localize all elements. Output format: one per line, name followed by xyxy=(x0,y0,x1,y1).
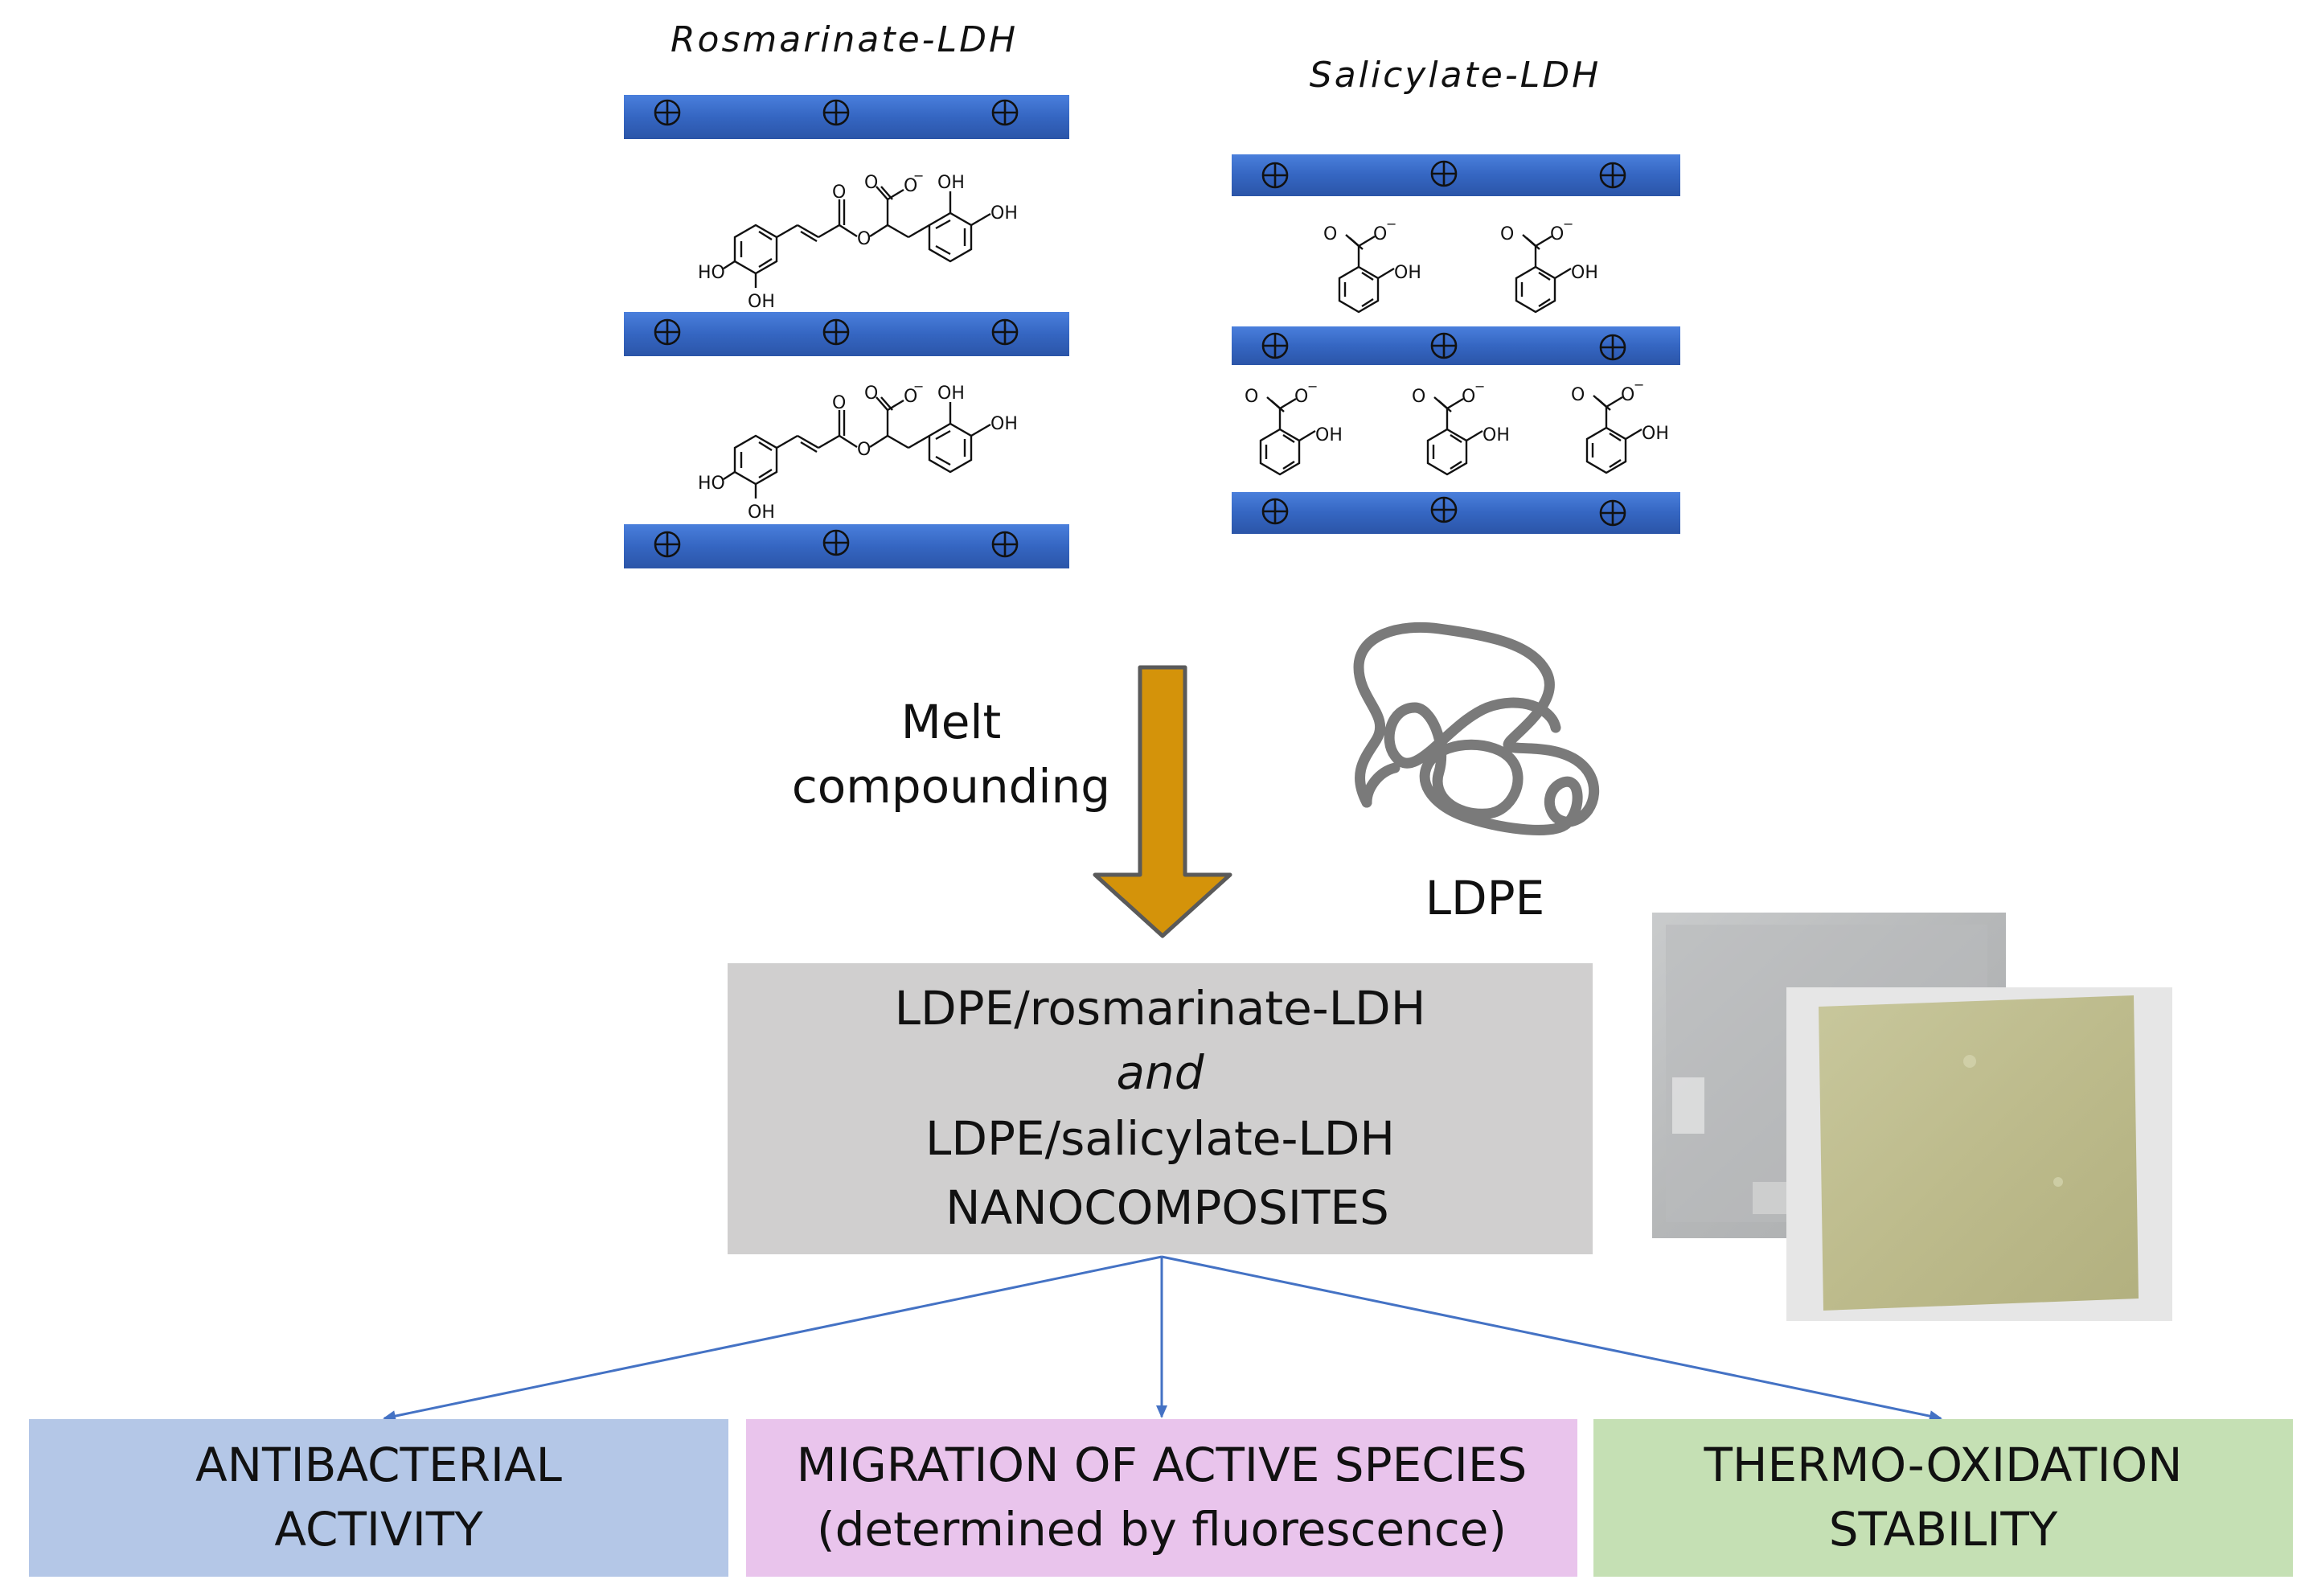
svg-text:−: − xyxy=(913,379,924,394)
svg-text:O: O xyxy=(864,173,878,193)
svg-text:O: O xyxy=(864,384,878,404)
migration-line1: MIGRATION OF ACTIVE SPECIES xyxy=(797,1438,1528,1492)
svg-text:OH: OH xyxy=(937,384,965,404)
rosmarinate-molecule-1: HO OH O O O O − OH OH xyxy=(698,168,1018,312)
salicylate-molecule-1: O O − OH xyxy=(1323,216,1421,314)
svg-text:O: O xyxy=(904,387,917,407)
svg-text:O: O xyxy=(1550,224,1564,244)
svg-text:O: O xyxy=(1373,224,1387,244)
antibacterial-box: ANTIBACTERIAL ACTIVITY xyxy=(29,1419,728,1577)
down-arrow-icon xyxy=(1093,665,1232,938)
rosmarinate-molecule-2: HO OH O O O O − OH OH xyxy=(698,379,1018,523)
migration-line2: (determined by fluorescence) xyxy=(817,1502,1507,1557)
svg-text:−: − xyxy=(1474,379,1485,394)
nanocomposites-line2: and xyxy=(1116,1045,1204,1100)
svg-text:−: − xyxy=(913,168,924,183)
salicylate-molecule-5: O O − OH xyxy=(1571,377,1669,474)
nanocomposites-line4: NANOCOMPOSITES xyxy=(945,1180,1389,1235)
ldpe-label: LDPE xyxy=(1425,871,1545,925)
svg-text:OH: OH xyxy=(748,292,775,312)
svg-text:−: − xyxy=(1386,216,1396,232)
nanocomposites-line1: LDPE/rosmarinate-LDH xyxy=(895,981,1426,1036)
svg-text:OH: OH xyxy=(990,414,1018,434)
positive-charge-icons-rosmarinate xyxy=(654,99,1019,558)
thermo-line2: STABILITY xyxy=(1829,1502,2058,1557)
svg-text:O: O xyxy=(1245,387,1258,407)
svg-text:O: O xyxy=(1462,387,1475,407)
svg-text:O: O xyxy=(904,176,917,196)
svg-text:−: − xyxy=(1307,379,1318,394)
svg-text:HO: HO xyxy=(698,474,725,494)
svg-text:O: O xyxy=(832,393,846,413)
connector-arrows xyxy=(383,1255,1942,1422)
rosmarinate-title: Rosmarinate-LDH xyxy=(671,19,1018,60)
antibacterial-line1: ANTIBACTERIAL xyxy=(195,1438,562,1492)
nanocomposites-line3: LDPE/salicylate-LDH xyxy=(925,1111,1395,1166)
migration-box: MIGRATION OF ACTIVE SPECIES (determined … xyxy=(746,1419,1577,1577)
svg-text:OH: OH xyxy=(937,173,965,193)
svg-text:O: O xyxy=(857,229,871,249)
antibacterial-line2: ACTIVITY xyxy=(274,1502,483,1557)
svg-text:−: − xyxy=(1563,216,1573,232)
salicylate-molecule-2: O O − OH xyxy=(1500,216,1598,314)
svg-text:O: O xyxy=(1571,385,1585,405)
salicylate-molecule-3: O O − OH xyxy=(1245,379,1343,476)
svg-text:O: O xyxy=(1500,224,1514,244)
svg-text:O: O xyxy=(832,183,846,203)
salicylate-title: Salicylate-LDH xyxy=(1310,55,1601,96)
melt-label-line1: Melt xyxy=(901,695,1002,749)
svg-text:OH: OH xyxy=(1394,263,1421,283)
svg-text:OH: OH xyxy=(1315,425,1343,445)
nanocomposite-film-photo xyxy=(1786,987,2172,1321)
salicylate-molecule-4: O O − OH xyxy=(1412,379,1510,476)
svg-text:O: O xyxy=(1294,387,1308,407)
svg-text:−: − xyxy=(1634,377,1644,392)
rosmarinate-layer-2 xyxy=(624,312,1069,356)
svg-text:OH: OH xyxy=(990,203,1018,224)
svg-text:OH: OH xyxy=(1571,263,1598,283)
polymer-coil-icon xyxy=(1353,622,1600,835)
svg-text:HO: HO xyxy=(698,263,725,283)
svg-text:OH: OH xyxy=(1642,424,1669,444)
svg-text:O: O xyxy=(1621,385,1634,405)
thermo-oxidation-box: THERMO-OXIDATION STABILITY xyxy=(1593,1419,2293,1577)
svg-text:O: O xyxy=(1323,224,1337,244)
svg-text:OH: OH xyxy=(1483,425,1510,445)
svg-text:O: O xyxy=(857,440,871,460)
thermo-line1: THERMO-OXIDATION xyxy=(1703,1438,2182,1492)
svg-text:O: O xyxy=(1412,387,1425,407)
nanocomposites-box: LDPE/rosmarinate-LDH and LDPE/salicylate… xyxy=(728,963,1593,1254)
melt-label-line2: compounding xyxy=(792,759,1110,814)
svg-text:OH: OH xyxy=(748,503,775,523)
positive-charge-icons-salicylate xyxy=(1261,160,1626,527)
